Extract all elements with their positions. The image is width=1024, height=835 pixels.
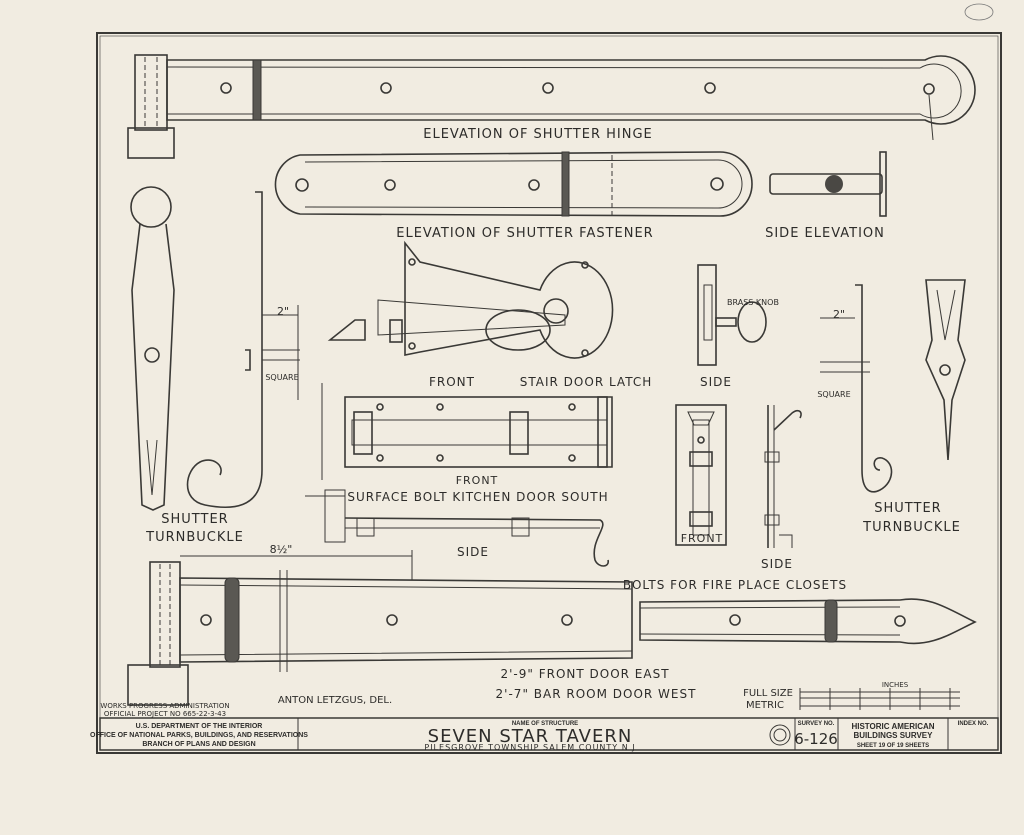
label-wpa-1: WORKS PROGRESS ADMINISTRATION: [100, 702, 229, 710]
label-side-elevation: SIDE ELEVATION: [765, 226, 885, 241]
stair-door-latch: [327, 240, 614, 359]
fastener-side-elevation: [769, 151, 887, 217]
closet-bolt-front: [675, 404, 727, 546]
stair-latch-side: [697, 264, 767, 366]
label-dim-2in-right: 2": [833, 308, 845, 321]
label-stair-door-latch: STAIR DOOR LATCH: [520, 375, 652, 389]
title-sheet: SHEET 19 OF 19 SHEETS: [857, 743, 929, 749]
label-front-bolt: FRONT: [456, 474, 499, 487]
label-turnbuckle-right-2: TURNBUCKLE: [862, 520, 961, 535]
shutter-fastener: [274, 151, 753, 217]
turnbuckle-right: [820, 279, 966, 493]
title-dept-1: U.S. DEPARTMENT OF THE INTERIOR: [136, 723, 263, 730]
title-dept-2: OFFICE OF NATIONAL PARKS, BUILDINGS, AND…: [90, 732, 308, 739]
title-name-heading: NAME OF STRUCTURE: [512, 721, 578, 727]
label-square-left: SQUARE: [265, 373, 298, 382]
label-scale-inches: INCHES: [882, 681, 909, 689]
title-habs-1: HISTORIC AMERICAN: [851, 722, 934, 731]
surface-bolt-front: [321, 383, 613, 480]
label-turnbuckle-left-2: TURNBUCKLE: [145, 530, 244, 545]
title-block: [99, 717, 999, 751]
title-habs-2: BUILDINGS SURVEY: [854, 731, 934, 740]
door-hinge-bottom-right: [639, 598, 977, 645]
label-brass-knob: BRASS KNOB: [727, 298, 779, 307]
title-survey-heading: SURVEY NO.: [798, 721, 835, 727]
label-side-latch: SIDE: [700, 375, 732, 389]
title-survey-no: 6-126: [794, 730, 838, 748]
label-square-right: SQUARE: [817, 390, 850, 399]
label-dim-2in-left: 2": [277, 305, 289, 318]
corner-stamp: [964, 3, 994, 21]
title-dept-3: BRANCH OF PLANS AND DESIGN: [142, 741, 255, 748]
label-full-size: FULL SIZE: [743, 688, 793, 699]
shutter-hinge-top: [127, 54, 976, 159]
title-structure-name: SEVEN STAR TAVERN: [428, 726, 633, 747]
label-elevation-shutter-fastener: ELEVATION OF SHUTTER FASTENER: [396, 226, 653, 241]
label-turnbuckle-left-1: SHUTTER: [161, 512, 228, 527]
turnbuckle-left: [130, 186, 300, 511]
closet-bolt-side: [764, 405, 802, 548]
door-hinge-bottom: [127, 550, 633, 706]
label-surface-bolt: SURFACE BOLT KITCHEN DOOR SOUTH: [347, 490, 608, 504]
label-front-latch: FRONT: [429, 375, 475, 389]
label-front-door-east: 2'-9" FRONT DOOR EAST: [500, 667, 669, 681]
title-index-heading: INDEX NO.: [958, 721, 989, 727]
label-side-bolt: SIDE: [457, 545, 489, 559]
label-metric: METRIC: [746, 700, 784, 711]
surface-bolt-side: [305, 489, 609, 567]
label-side-closet: SIDE: [761, 557, 793, 571]
scale-bar: [799, 688, 960, 710]
label-turnbuckle-right-1: SHUTTER: [874, 501, 941, 516]
label-front-closet: FRONT: [681, 532, 724, 545]
sheet-border: [96, 32, 1002, 754]
title-location: PILESGROVE TOWNSHIP SALEM COUNTY N J: [424, 743, 635, 752]
label-bolts-fire-place: BOLTS FOR FIRE PLACE CLOSETS: [623, 578, 847, 592]
label-bar-room-door-west: 2'-7" BAR ROOM DOOR WEST: [496, 687, 697, 701]
label-elevation-shutter-hinge: ELEVATION OF SHUTTER HINGE: [423, 127, 653, 142]
label-drafter: ANTON LETZGUS, DEL.: [278, 695, 392, 706]
label-dim-8-half: 8½": [270, 543, 293, 556]
label-wpa-2: OFFICIAL PROJECT NO 665-22-3-43: [104, 710, 226, 718]
